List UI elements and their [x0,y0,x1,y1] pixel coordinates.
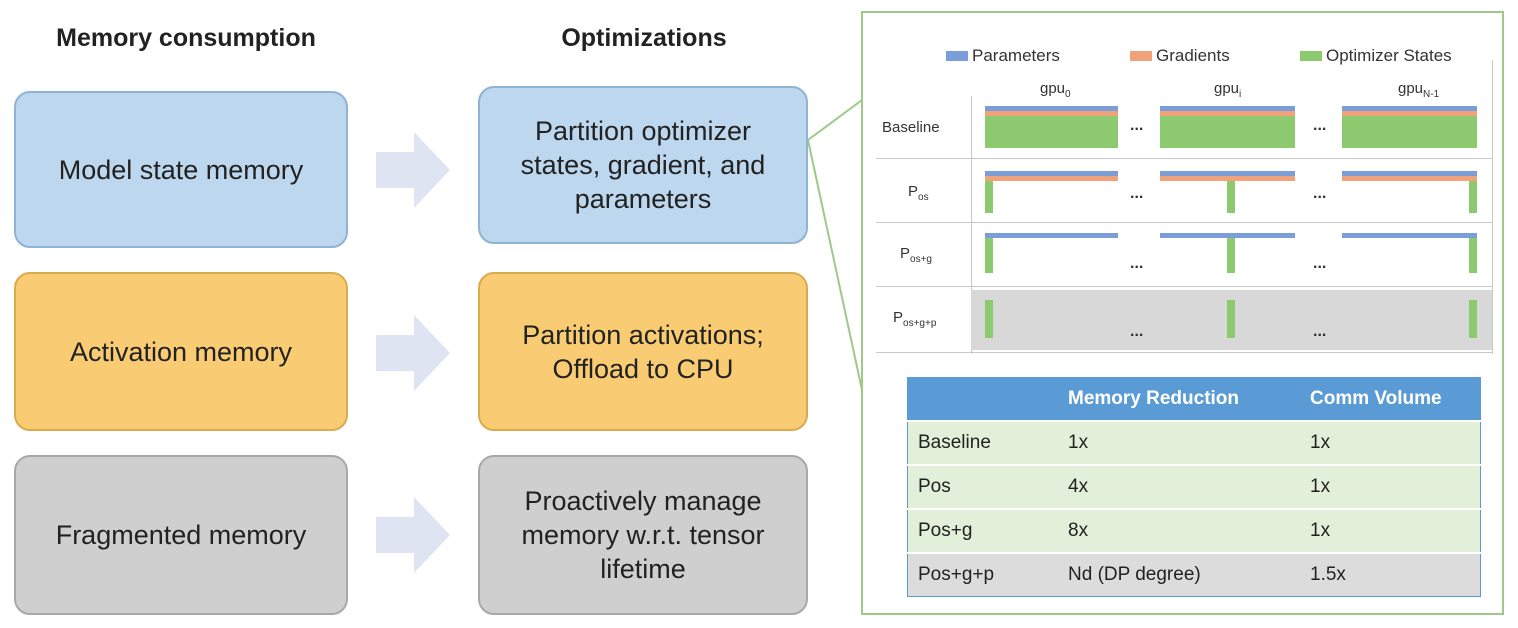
table-cell: 1x [1300,464,1481,509]
baseline-gpui-parameters-bar [1160,106,1295,111]
table-cell: Nd (DP degree) [1058,552,1300,597]
partition-optimizer-label: Partition optimizer states, gradient, an… [520,116,766,214]
fragmented-memory-box: Fragmented memory [14,455,348,615]
posg-gpui-shard [1227,238,1235,273]
grid-separator [876,158,1492,159]
table-cell: Pos+g [907,508,1058,553]
ellipsis: ... [1313,323,1327,340]
grid-right-edge [1492,60,1493,354]
proactively-manage-box: Proactively manage memory w.r.t. tensor … [478,455,808,615]
grid-separator [876,352,1492,353]
baseline-gpui-optimizer-bar [1160,116,1295,148]
grid-vertical-axis [971,96,972,354]
row-label-pos-g: Pos+g [900,245,932,265]
table-cell: 4x [1058,464,1300,509]
table-header-row: Memory Reduction Comm Volume [907,377,1481,421]
baseline-gpu0-optimizer-bar [985,116,1118,148]
partition-optimizer-box: Partition optimizer states, gradient, an… [478,86,808,244]
legend-optimizer-states-label: Optimizer States [1326,46,1452,65]
proactively-manage-label: Proactively manage memory w.r.t. tensor … [521,486,765,584]
legend-gradients-label: Gradients [1156,46,1230,65]
pos-gpui-optimizer-shard [1227,181,1235,213]
ellipsis: ... [1313,255,1327,272]
table-row: Pos 4x 1x [907,464,1481,509]
posg-gpui-parameters-bar [1160,233,1295,238]
fragmented-memory-label: Fragmented memory [55,520,307,550]
pos-gpun-optimizer-shard [1469,181,1477,213]
table-header-empty [907,377,1058,421]
posgp-gpu0-shard [985,300,993,338]
table-cell: 1x [1300,420,1481,465]
baseline-gpun-optimizer-bar [1342,116,1477,148]
arrow-right-icon [376,132,450,208]
legend-parameters-label: Parameters [972,46,1060,65]
ellipsis: ... [1313,117,1327,134]
arrow-right-icon [376,497,450,573]
table-header-memory-reduction: Memory Reduction [1058,377,1300,421]
memory-comm-table: Memory Reduction Comm Volume Baseline 1x… [907,377,1481,597]
pos-gpu0-parameters-bar [985,171,1118,176]
pos-gpui-parameters-bar [1160,171,1295,176]
posgp-gpui-shard [1227,300,1235,338]
activation-memory-box: Activation memory [14,272,348,431]
activation-memory-label: Activation memory [69,336,293,367]
baseline-gpu0-gradients-bar [985,111,1118,116]
gpu-i-label: gpui [1214,80,1242,100]
table-cell: Pos+g+p [907,552,1058,597]
posg-gpun-parameters-bar [1342,233,1477,238]
posgp-gpun-shard [1469,300,1477,338]
row-label-baseline: Baseline [882,119,940,136]
grid-separator [876,222,1492,223]
pos-gpu0-gradients-bar [985,176,1118,181]
optimizer-states-swatch [1300,51,1322,61]
table-cell: 8x [1058,508,1300,553]
memory-consumption-heading: Memory consumption [56,24,316,52]
baseline-gpui-gradients-bar [1160,111,1295,116]
table-cell: Pos [907,464,1058,509]
gpu-n-1-label: gpuN-1 [1398,80,1440,100]
table-row: Baseline 1x 1x [907,420,1481,465]
posg-gpu0-parameters-bar [985,233,1118,238]
pos-gpui-gradients-bar [1160,176,1295,181]
table-row: Pos+g 8x 1x [907,508,1481,553]
ellipsis: ... [1130,117,1144,134]
table-cell: 1.5x [1300,552,1481,597]
arrow-right-icon [376,315,450,391]
table-cell: 1x [1058,420,1300,465]
legend-parameters: Parameters [946,46,1060,66]
callout-connector [808,99,863,391]
legend-gradients: Gradients [1130,46,1230,66]
ellipsis: ... [1130,255,1144,272]
posg-gpu0-shard [985,238,993,273]
pos-gpun-parameters-bar [1342,171,1477,176]
grid-separator [876,286,1492,287]
ellipsis: ... [1313,185,1327,202]
gradients-swatch [1130,51,1152,61]
pos-gpu0-optimizer-shard [985,181,993,213]
posg-gpun-shard [1469,238,1477,273]
baseline-gpun-gradients-bar [1342,111,1477,116]
table-row: Pos+g+p Nd (DP degree) 1.5x [907,552,1481,597]
partition-activations-box: Partition activations; Offload to CPU [478,272,808,431]
baseline-gpu0-parameters-bar [985,106,1118,111]
table-header-comm-volume: Comm Volume [1300,377,1481,421]
ellipsis: ... [1130,323,1144,340]
pos-gpun-gradients-bar [1342,176,1477,181]
legend-optimizer-states: Optimizer States [1300,46,1452,66]
gpu-0-label: gpu0 [1040,80,1071,100]
parameters-swatch [946,51,968,61]
model-state-memory-box: Model state memory [14,91,348,248]
table-cell: 1x [1300,508,1481,553]
ellipsis: ... [1130,185,1144,202]
table-cell: Baseline [907,420,1058,465]
partition-activations-label: Partition activations; Offload to CPU [522,319,764,384]
row-label-pos: Pos [908,183,929,203]
row-label-pos-g-p: Pos+g+p [893,309,937,329]
model-state-memory-label: Model state memory [58,154,304,185]
optimizations-heading: Optimizations [561,24,727,52]
baseline-gpun-parameters-bar [1342,106,1477,111]
